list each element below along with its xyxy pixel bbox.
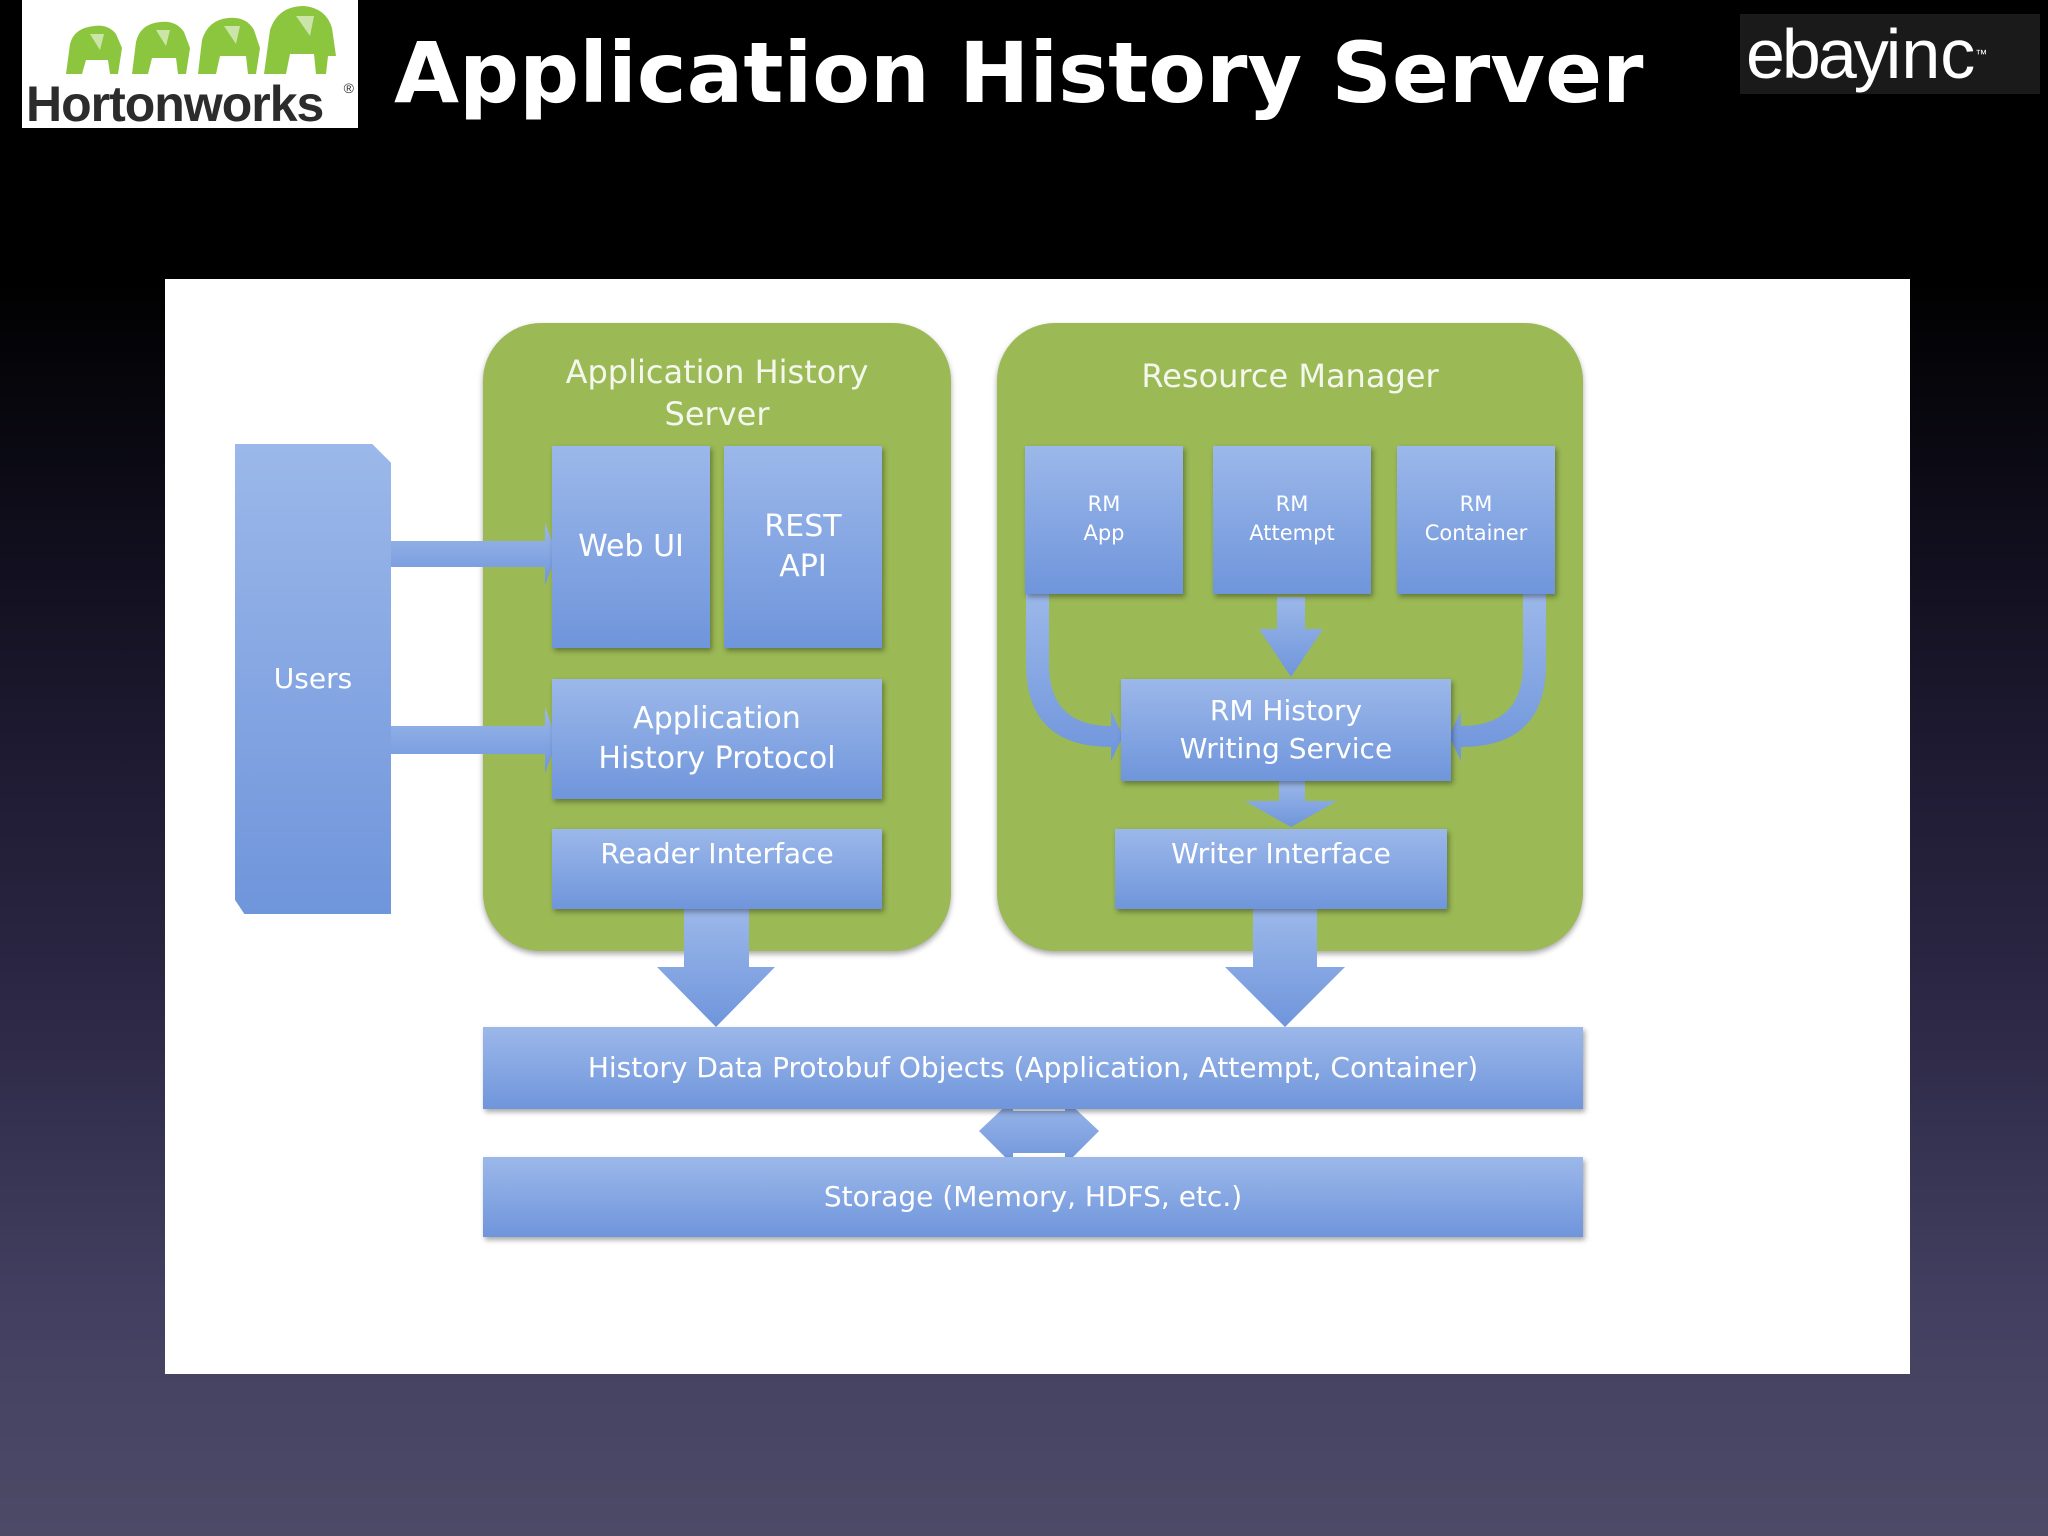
rm-attempt-down-arrow bbox=[1259, 597, 1323, 677]
diagram-arrows bbox=[391, 523, 1546, 1165]
history-data-protobuf-box: History Data Protobuf Objects (Applicati… bbox=[483, 1027, 1583, 1109]
storage-box: Storage (Memory, HDFS, etc.) bbox=[483, 1157, 1583, 1237]
hortonworks-wordmark: Hortonworks bbox=[26, 76, 324, 128]
web-ui-box: Web UI bbox=[552, 446, 710, 648]
ebay-wordmark: ebay bbox=[1746, 15, 1889, 93]
trademark-mark: ™ bbox=[1975, 47, 1988, 61]
slide-title: Application History Server bbox=[394, 24, 1644, 122]
rm-title: Resource Manager bbox=[1141, 357, 1439, 395]
rm-history-writing-service-box: RM History Writing Service bbox=[1121, 679, 1451, 781]
users-to-protocol-arrow bbox=[391, 707, 557, 773]
rest-api-box: REST API bbox=[724, 446, 882, 648]
protobuf-storage-double-arrow bbox=[979, 1099, 1099, 1165]
reader-interface-box: Reader Interface bbox=[552, 829, 882, 909]
writing-service-down-arrow bbox=[1245, 781, 1337, 827]
writer-down-arrow bbox=[1225, 909, 1345, 1027]
rm-app-curve-arrow bbox=[1026, 594, 1123, 761]
inc-wordmark: inc bbox=[1885, 15, 1976, 93]
hortonworks-logo: Hortonworks ® bbox=[22, 0, 358, 128]
application-history-protocol-box: Application History Protocol bbox=[552, 679, 882, 799]
rm-container-curve-arrow bbox=[1449, 594, 1546, 761]
writer-interface-box: Writer Interface bbox=[1115, 829, 1447, 909]
ebay-inc-logo: ebayinc™ bbox=[1740, 14, 2040, 94]
users-to-web-ui-arrow bbox=[391, 523, 557, 585]
ahs-title: Application History Server bbox=[565, 353, 869, 433]
rm-app-box: RM App bbox=[1025, 446, 1183, 594]
rm-container-box: RM Container bbox=[1397, 446, 1555, 594]
reader-down-arrow bbox=[657, 909, 775, 1027]
architecture-diagram: Application History Server Resource Mana… bbox=[165, 279, 1910, 1374]
rm-attempt-box: RM Attempt bbox=[1213, 446, 1371, 594]
registered-mark: ® bbox=[343, 80, 354, 96]
elephants-logo-icon bbox=[66, 6, 336, 75]
users-box: Users bbox=[235, 444, 391, 914]
